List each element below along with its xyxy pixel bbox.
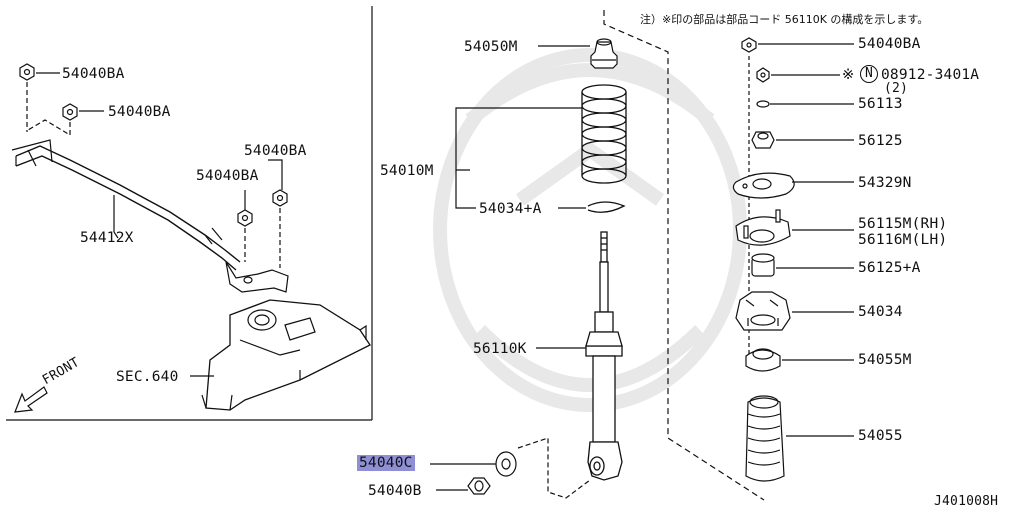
shock-absorber-56110K-shape xyxy=(585,231,623,481)
bushing-56125A-shape xyxy=(751,253,775,277)
label-56110K[interactable]: 56110K xyxy=(473,341,527,357)
label-08912-mark: ※ xyxy=(842,67,855,83)
label-56115M[interactable]: 56115M(RH) xyxy=(858,216,948,232)
label-54040BA-b[interactable]: 54040BA xyxy=(108,104,171,120)
nut-08912-3401A-shape xyxy=(756,67,770,83)
coil-spring-54010M-shape xyxy=(581,84,627,184)
label-54034[interactable]: 54034 xyxy=(858,304,903,320)
nut-54040BA-d-shape xyxy=(237,209,253,227)
nut-54040BA-c-shape xyxy=(272,189,288,207)
nut-54040BA-r-shape xyxy=(741,37,757,53)
label-54040BA-r[interactable]: 54040BA xyxy=(858,36,921,52)
mount-56115M-56116M-shape xyxy=(735,209,791,246)
label-08912-qty: (2) xyxy=(884,81,909,96)
label-56116M[interactable]: 56116M(LH) xyxy=(858,232,948,248)
dust-boot-54055-shape xyxy=(745,395,785,482)
label-08912-3401A[interactable]: 08912-3401A xyxy=(881,67,980,83)
label-54034A[interactable]: 54034+A xyxy=(479,201,542,217)
label-08912-n-circle: N xyxy=(860,65,878,83)
bushing-56125-shape xyxy=(751,131,775,149)
label-56125A[interactable]: 56125+A xyxy=(858,260,921,276)
component-group-bracket xyxy=(603,10,765,501)
washer-56113-shape xyxy=(756,100,770,108)
stabilizer-bar-54412X-shape xyxy=(11,139,289,293)
nut-54040BA-b-shape xyxy=(62,103,78,121)
nut-54040B-shape xyxy=(467,477,491,495)
note-text: 注）※印の部品は部品コード 56110K の構成を示します。 xyxy=(640,13,929,26)
label-56125[interactable]: 56125 xyxy=(858,133,903,149)
body-section-640-shape xyxy=(201,299,371,411)
label-54010M[interactable]: 54010M xyxy=(380,163,434,179)
spring-seat-54034-shape xyxy=(735,291,791,331)
label-54040BA-a[interactable]: 54040BA xyxy=(62,66,125,82)
bound-bumper-54055M-shape xyxy=(745,348,781,372)
label-56113[interactable]: 56113 xyxy=(858,96,903,112)
nut-54040BA-a-shape xyxy=(19,63,35,81)
label-54329N[interactable]: 54329N xyxy=(858,175,912,191)
label-54055[interactable]: 54055 xyxy=(858,428,903,444)
plate-54329N-shape xyxy=(732,172,795,199)
label-54040B[interactable]: 54040B xyxy=(368,483,422,499)
diagram-id: J401008H xyxy=(934,494,999,509)
label-54040C[interactable]: 54040C xyxy=(357,455,415,471)
washer-54040C-shape xyxy=(495,451,517,477)
front-direction-arrow xyxy=(14,386,48,413)
label-54040BA-c[interactable]: 54040BA xyxy=(244,143,307,159)
bump-stop-54050M-shape xyxy=(590,38,618,69)
spring-seat-54034A-shape xyxy=(587,201,626,213)
label-sec640[interactable]: SEC.640 xyxy=(116,369,179,385)
label-54050M[interactable]: 54050M xyxy=(464,39,518,55)
label-54055M[interactable]: 54055M xyxy=(858,352,912,368)
label-54040BA-d[interactable]: 54040BA xyxy=(196,168,259,184)
label-54412X[interactable]: 54412X xyxy=(80,230,134,246)
